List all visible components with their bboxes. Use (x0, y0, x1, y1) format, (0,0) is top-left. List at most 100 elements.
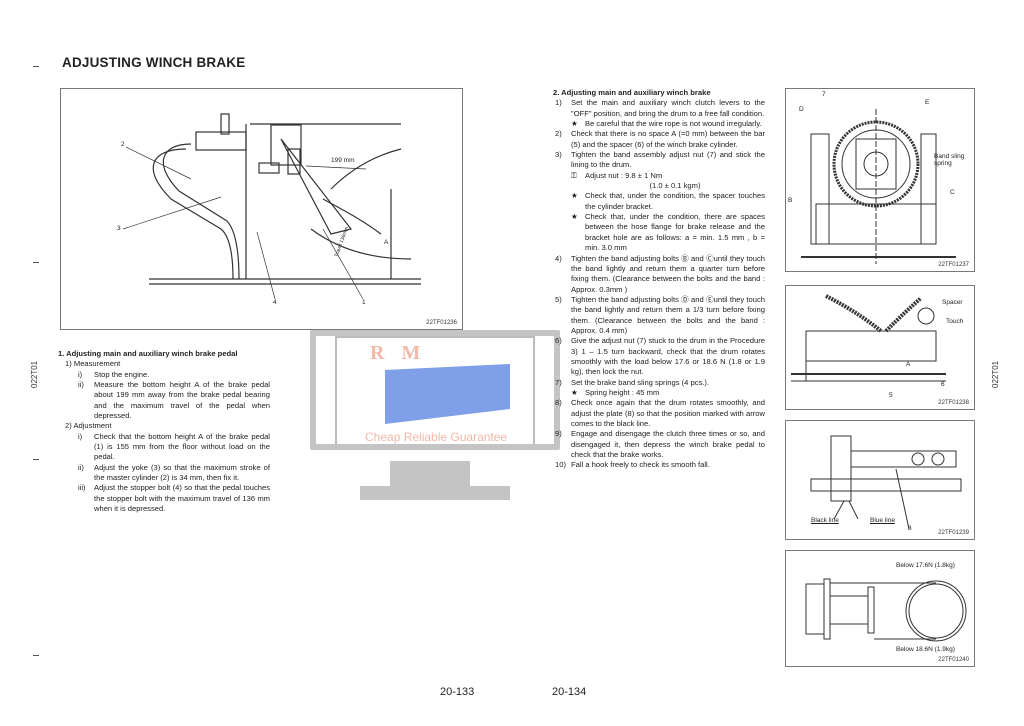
figure-code: 22TF01238 (938, 400, 969, 406)
callout-4: 4 (273, 299, 277, 306)
item-text: Tighten the band assembly adjust nut (7)… (571, 150, 765, 170)
item-marker: ★ (571, 191, 578, 201)
touch-label: Touch (946, 318, 964, 325)
drum-load-drawing (805, 578, 967, 642)
item-text: Fall a hook freely to check its smooth f… (571, 460, 710, 470)
page-title: ADJUSTING WINCH BRAKE (62, 55, 246, 70)
item-marker: ★ (571, 119, 578, 129)
item-text: Adjust nut : 9.8 ± 1 Nm (585, 170, 663, 180)
item-marker: ⚿ (571, 170, 577, 180)
item-marker: 4) (555, 253, 562, 263)
section-heading: 1. Adjusting main and auxiliary winch br… (58, 349, 238, 358)
item-marker: ★ (571, 387, 578, 397)
watermark-logo: R M Cheap Reliable Guarantee (310, 330, 560, 500)
list-item: 3)Tighten the band assembly adjust nut (… (553, 150, 765, 171)
step-text: Stop the engine. (94, 369, 150, 379)
step-num: ii) (78, 462, 84, 472)
list-item: 8)Check once again that the drum rotates… (553, 398, 765, 429)
item-marker (571, 181, 585, 191)
margin-mark (33, 262, 39, 263)
callout-D: D (799, 106, 804, 113)
item-text: Tighten the band adjusting bolts Ⓑ and Ⓒ… (571, 253, 765, 294)
item-marker: 1) (555, 98, 562, 108)
item-text: Be careful that the wire rope is not wou… (585, 119, 762, 129)
item-marker: 2) (555, 129, 562, 139)
dimension-199: 199 mm (331, 157, 355, 164)
watermark-slogan: Cheap Reliable Guarantee (365, 430, 508, 444)
item-marker: 10) (555, 460, 566, 470)
section-2: 2. Adjusting main and auxiliary winch br… (553, 88, 765, 471)
list-item: (1.0 ± 0.1 kgm) (553, 181, 765, 191)
margin-mark (33, 655, 39, 656)
brake-pedal-drawing (122, 113, 421, 300)
list-item: 7)Set the brake band sling springs (4 pc… (553, 378, 765, 388)
callout-C: C (950, 189, 955, 196)
list-item: ⚿ Adjust nut : 9.8 ± 1 Nm (553, 171, 765, 181)
list-item: 6) Give the adjust nut (7) stuck to the d… (553, 336, 765, 377)
figure-code: 22TF01237 (938, 262, 969, 268)
brake-cylinder-figure: Spacer Touch A 5 6 22TF01238 (785, 285, 975, 410)
step-num: iii) (78, 483, 86, 493)
item-text: Give the adjust nut (7) stuck to the dru… (571, 336, 765, 377)
item-text: Set the brake band sling springs (4 pcs.… (571, 377, 710, 387)
load-label-top: Below 17.6N (1.8kg) (896, 562, 955, 569)
item-text: (1.0 ± 0.1 kgm) (649, 181, 701, 191)
list-item: ★ Spring height : 45 mm (553, 388, 765, 398)
drum-drawing (801, 109, 956, 264)
margin-mark (33, 66, 39, 67)
plate-drawing (810, 435, 962, 530)
item-text: Tighten the band adjusting bolts Ⓓ and Ⓔ… (571, 294, 765, 335)
step-num: ii) (78, 380, 84, 390)
figure-code: 22TF01240 (938, 657, 969, 663)
list-item: ★ Check that, under the condition, the sp… (553, 191, 765, 212)
watermark-rm: R M (370, 342, 427, 364)
list-item: 5) Tighten the band adjusting bolts Ⓓ and… (553, 295, 765, 336)
item-text: Check once again that the drum rotates s… (571, 398, 765, 428)
load-label-bottom: Below 18.6N (1.9kg) (896, 646, 955, 653)
item-marker: 5) (555, 294, 562, 304)
step-heading: 1) Measurement (65, 359, 121, 369)
drum-band-figure: 7 D E B C Band sling spring 22TF01237 (785, 88, 975, 272)
page-number-right: 20-134 (552, 686, 587, 698)
callout-7: 7 (822, 91, 826, 98)
spacer-label: Spacer (942, 299, 963, 306)
figure-code: 22TF01239 (938, 530, 969, 536)
list-item: 4) Tighten the band adjusting bolts Ⓑ and… (553, 254, 765, 295)
list-item: 10) Fall a hook freely to check its smoot… (553, 460, 765, 470)
item-text: Engage and disengage the clutch three ti… (571, 429, 765, 460)
black-line-label: Black line (811, 517, 839, 524)
list-item: ★Check that, under the condition, there … (553, 212, 765, 253)
plate-alignment-figure: Black line Blue line 8 22TF01239 (785, 420, 975, 540)
callout-5: 5 (889, 392, 893, 399)
item-text: Check that, under the condition, there a… (585, 212, 765, 253)
callout-1: 1 (362, 299, 366, 306)
section-1: 1. Adjusting main and auxiliary winch br… (58, 349, 270, 515)
band-sling-spring-label: Band sling spring (934, 153, 965, 167)
list-item: ★ Be careful that the wire rope is not wo… (553, 119, 765, 129)
step-heading: 2) Adjustment (65, 421, 112, 431)
step-text: Measure the bottom height A of the brake… (94, 380, 270, 421)
step-num: i) (78, 431, 83, 441)
brake-pedal-figure: 2 3 4 1 199 mm A Travel 136mm 22TF01236 (60, 88, 463, 330)
side-code-left: 022T01 (30, 360, 39, 388)
step-text: Adjust the stopper bolt (4) so that the … (94, 483, 270, 514)
side-code-right: 022T01 (991, 360, 1000, 388)
blue-line-label: Blue line (870, 517, 895, 524)
step-num: i) (78, 369, 83, 379)
item-marker: 9) (555, 429, 562, 439)
cylinder-drawing (791, 294, 946, 382)
callout-3: 3 (117, 225, 121, 232)
list-item: 9) Engage and disengage the clutch three … (553, 429, 765, 460)
item-marker: 6) (555, 336, 562, 346)
section-heading: 2. Adjusting main and auxiliary winch br… (553, 88, 711, 97)
item-text: Check that, under the condition, the spa… (585, 191, 765, 211)
list-item: 2) Check that there is no space A (=0 mm)… (553, 129, 765, 150)
item-text: Check that there is no space A (=0 mm) b… (571, 129, 765, 149)
item-text: Set the main and auxiliary winch clutch … (571, 98, 765, 118)
item-text: Spring height : 45 mm (585, 387, 660, 397)
dimension-A: A (384, 239, 389, 246)
page-number-left: 20-133 (440, 686, 475, 698)
drum-load-figure: Below 17.6N (1.8kg) Below 18.6N (1.9kg) … (785, 550, 975, 667)
callout-E: E (925, 99, 930, 106)
callout-8: 8 (908, 525, 912, 532)
